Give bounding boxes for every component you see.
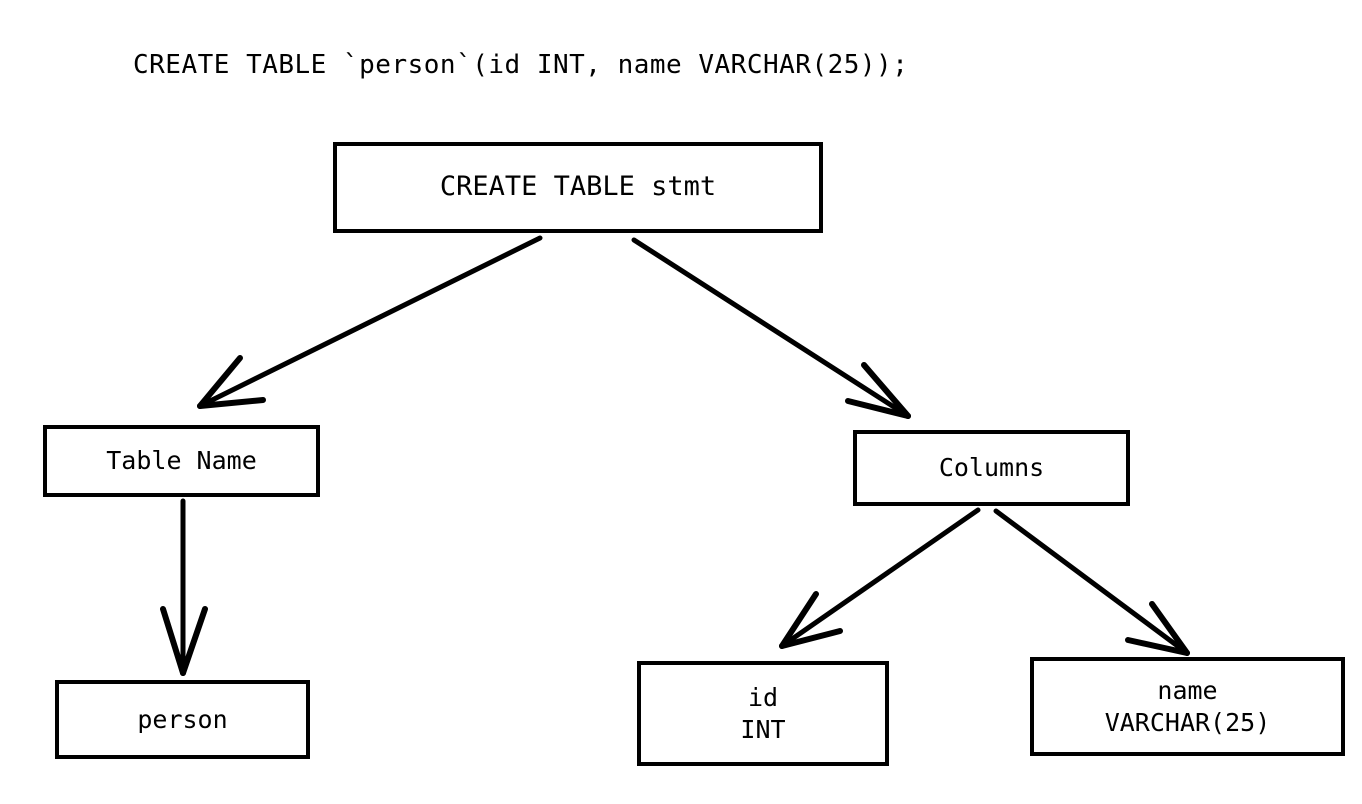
node-column-type: INT [740,714,786,744]
edge-root-to-table-name [197,235,543,409]
edge-root-to-columns [631,237,911,419]
node-person[interactable]: person [55,680,310,759]
sql-statement-caption: CREATE TABLE `person`(id INT, name VARCH… [133,50,909,80]
node-create-table-stmt[interactable]: CREATE TABLE stmt [333,142,823,233]
node-label: Table Name [106,446,257,475]
node-column-type: VARCHAR(25) [1104,707,1271,737]
edge-table-name-to-person [160,498,208,676]
node-columns[interactable]: Columns [853,430,1130,506]
node-column-name-varchar[interactable]: name VARCHAR(25) [1030,657,1345,756]
node-label: person [137,704,228,734]
edge-columns-to-col-id [779,507,981,649]
node-table-name[interactable]: Table Name [43,425,320,497]
node-label: Columns [938,453,1045,482]
node-column-name: id [747,682,779,712]
node-column-id[interactable]: id INT [637,661,889,766]
node-label: CREATE TABLE stmt [439,171,717,203]
node-column-name: name [1157,675,1218,705]
edge-columns-to-col-name [993,508,1190,656]
